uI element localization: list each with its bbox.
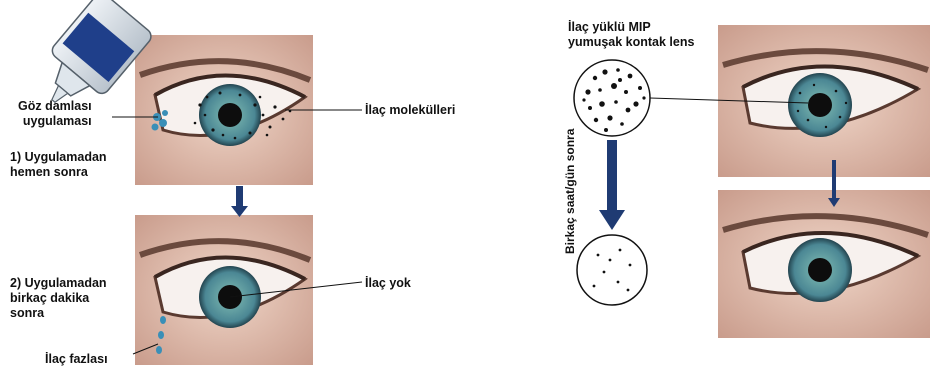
label-time: Birkaç saat/gün sonra	[563, 129, 577, 254]
down-arrow-icon	[231, 186, 248, 217]
leader-line-no-drug	[230, 282, 362, 297]
label-lens: İlaç yüklü MIP yumuşak kontak lens	[568, 20, 694, 50]
down-arrow-small-icon	[828, 160, 840, 207]
label-step1: 1) Uygulamadan hemen sonra	[10, 150, 107, 180]
label-step2: 2) Uygulamadan birkaç dakika sonra	[10, 276, 107, 321]
label-no-drug: İlaç yok	[365, 276, 411, 291]
down-arrow-large-icon	[599, 140, 625, 230]
label-excess-drug: İlaç fazlası	[45, 352, 108, 367]
lens-loaded-icon	[574, 60, 650, 136]
label-drug-molecules: İlaç molekülleri	[365, 103, 455, 118]
lens-depleted-icon	[577, 235, 647, 305]
label-drop-application: Göz damlası uygulaması	[18, 99, 92, 129]
leader-line-excess	[133, 344, 158, 354]
leader-line-lens	[650, 98, 808, 103]
